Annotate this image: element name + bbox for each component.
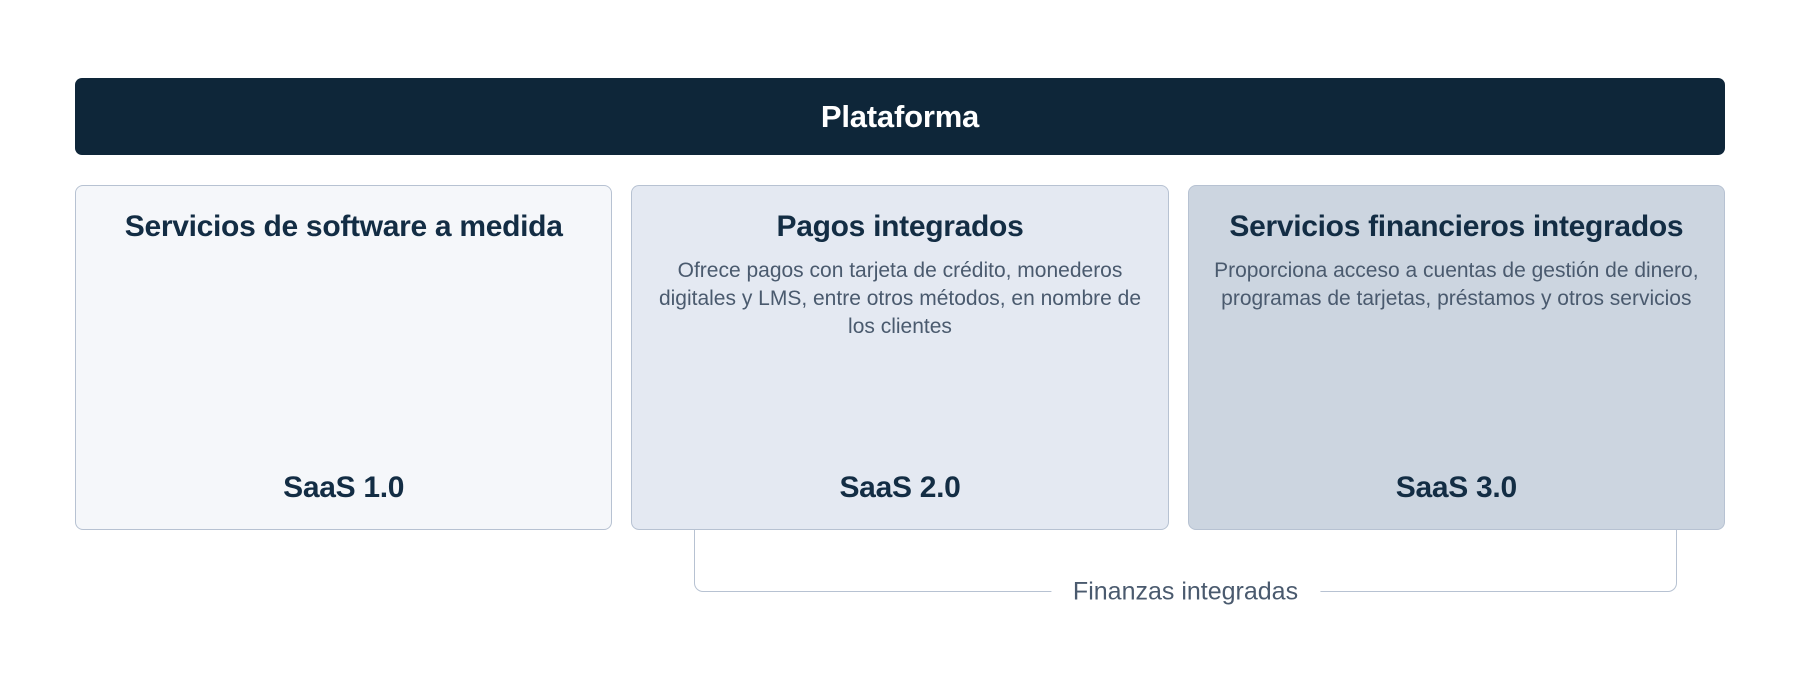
tier-card-description: Proporciona acceso a cuentas de gestión …: [1214, 259, 1699, 311]
tier-card-title: Servicios de software a medida: [124, 210, 563, 243]
tier-card-custom-software-services: Servicios de software a medida SaaS 1.0: [75, 185, 613, 530]
platform-header-bar: Plataforma: [75, 78, 1725, 155]
tier-card-title: Pagos integrados: [776, 210, 1024, 243]
tier-card-label: SaaS 1.0: [283, 471, 405, 504]
tier-card-label: SaaS 3.0: [1395, 471, 1517, 504]
tier-card-integrated-payments: Pagos integrados Ofrece pagos con tarjet…: [631, 185, 1169, 530]
tier-card-label: SaaS 2.0: [839, 471, 961, 504]
platform-title: Plataforma: [820, 98, 980, 134]
tier-card-embedded-financial-services: Servicios financieros integrados Proporc…: [1187, 185, 1725, 530]
embedded-finance-bracket: Finanzas integradas: [694, 530, 1677, 605]
tier-card-row: Servicios de software a medida SaaS 1.0 …: [75, 185, 1725, 530]
bracket-label: Finanzas integradas: [1050, 579, 1321, 605]
tier-card-title: Servicios financieros integrados: [1229, 210, 1684, 243]
tier-card-description: Ofrece pagos con tarjeta de crédito, mon…: [658, 259, 1142, 339]
